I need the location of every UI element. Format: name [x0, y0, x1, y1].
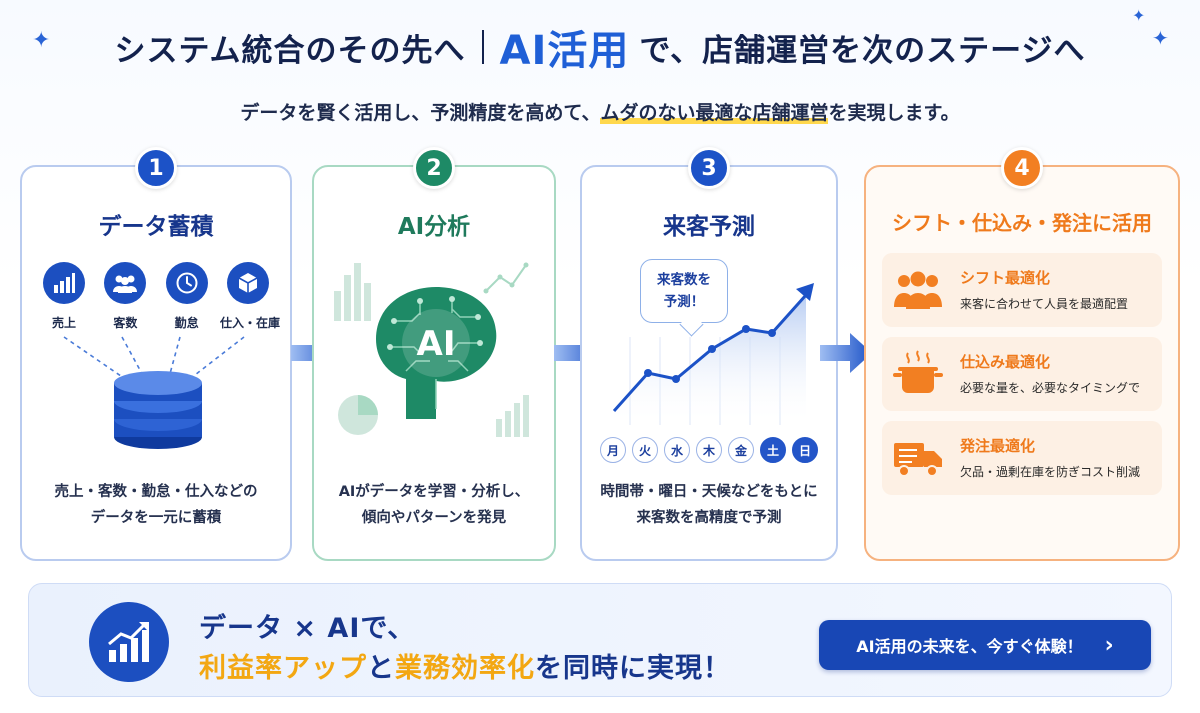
- forecast-trend-chart: [612, 283, 814, 425]
- step-card-operations-use: 4 シフト・仕込み・発注に活用 シフト最適化 来客に合わせて人員を最適配置 仕込…: [864, 147, 1180, 561]
- weekday-sat: 土: [760, 437, 786, 463]
- summary-banner: データ × AIで、 利益率アップと業務効率化を同時に実現！ AI活用の未来を、…: [28, 583, 1172, 697]
- ai-brain-illustration: AI: [334, 262, 529, 437]
- use-case-shift: シフト最適化 来客に合わせて人員を最適配置: [882, 253, 1162, 327]
- pot-icon: [893, 350, 943, 393]
- weekday-mon: 月: [600, 437, 626, 463]
- growth-chart-icon: [89, 602, 169, 682]
- data-source-row: 売上 客数 勤怠 仕入・在庫: [36, 262, 280, 331]
- weekday-fri: 金: [728, 437, 754, 463]
- weekday-sun: 日: [792, 437, 818, 463]
- data-source-attendance: 勤怠: [159, 262, 215, 331]
- step-number-badge: 2: [413, 147, 455, 189]
- weekday-thu: 木: [696, 437, 722, 463]
- step-card-customer-forecast: 3 来客予測 来客数を 予測！ 月 火 水 木 金 土 日 時間帯・曜日・天候な…: [580, 147, 838, 561]
- weekday-wed: 水: [664, 437, 690, 463]
- forecast-speech-bubble: 来客数を 予測！: [640, 259, 728, 323]
- data-source-sales: 売上: [36, 262, 92, 331]
- clock-icon: [165, 262, 208, 304]
- bar-chart-icon: [43, 262, 85, 304]
- step-title: シフト・仕込み・発注に活用: [892, 211, 1152, 235]
- step-number-badge: 1: [135, 147, 177, 189]
- step-title: AI分析: [397, 214, 471, 240]
- cta-try-ai-button[interactable]: AI活用の未来を、今すぐ体験！ ›: [819, 620, 1151, 670]
- summary-line1: データ × AIで、: [199, 613, 416, 644]
- step-description: AIがデータを学習・分析し、 傾向やパターンを発見: [338, 484, 530, 526]
- use-case-ordering: 発注最適化 欠品・過剰在庫を防ぎコスト削減: [882, 421, 1162, 495]
- summary-line2: 利益率アップと業務効率化を同時に実現！: [199, 653, 731, 684]
- sparkle-icon: ✦: [32, 28, 51, 53]
- data-source-customers: 客数: [97, 262, 153, 331]
- chevron-right-icon: ›: [1104, 632, 1114, 658]
- page-subtitle: データを賢く活用し、予測精度を高めて、ムダのない最適な店舗運営を実現します。: [240, 102, 960, 124]
- database-illustration: [63, 336, 245, 449]
- flow-arrow-icon: [820, 333, 872, 373]
- box-icon: [226, 262, 269, 304]
- step-card-data-accumulation: 1 データ蓄積 売上 客数 勤怠 仕入・在庫: [20, 147, 292, 561]
- step-description: 時間帯・曜日・天候などをもとに 来客数を高精度で予測: [600, 484, 818, 526]
- step-number-badge: 4: [1001, 147, 1043, 189]
- weekday-tue: 火: [632, 437, 658, 463]
- use-case-prep: 仕込み最適化 必要な量を、必要なタイミングで: [882, 337, 1162, 411]
- truck-icon: [894, 443, 942, 477]
- step-card-ai-analysis: 2 AI分析 AI AIがデータを学習・分析し、 傾向やパターンを発見: [312, 147, 556, 561]
- step-title: 来客予測: [663, 214, 755, 240]
- weekday-row: 月 火 水 木 金 土 日: [600, 437, 818, 463]
- page-header: システム統合のその先へ AI活用で、店舗運営を次のステージへ データを賢く活用し…: [0, 18, 1200, 125]
- people-icon: [894, 271, 942, 309]
- title-divider: [481, 30, 484, 64]
- step-description: 売上・客数・勤怠・仕入などの データを一元に蓄積: [54, 484, 258, 526]
- ai-brain-label: AI: [417, 324, 456, 364]
- sparkle-icon: ✦: [1152, 26, 1169, 50]
- step-number-badge: 3: [688, 147, 730, 189]
- step-title: データ蓄積: [98, 214, 214, 240]
- people-icon: [104, 262, 147, 304]
- page-title: システム統合のその先へ AI活用で、店舗運営を次のステージへ: [114, 28, 1086, 74]
- sparkle-icon: ✦: [1132, 6, 1146, 25]
- data-source-inventory: 仕入・在庫: [220, 262, 280, 331]
